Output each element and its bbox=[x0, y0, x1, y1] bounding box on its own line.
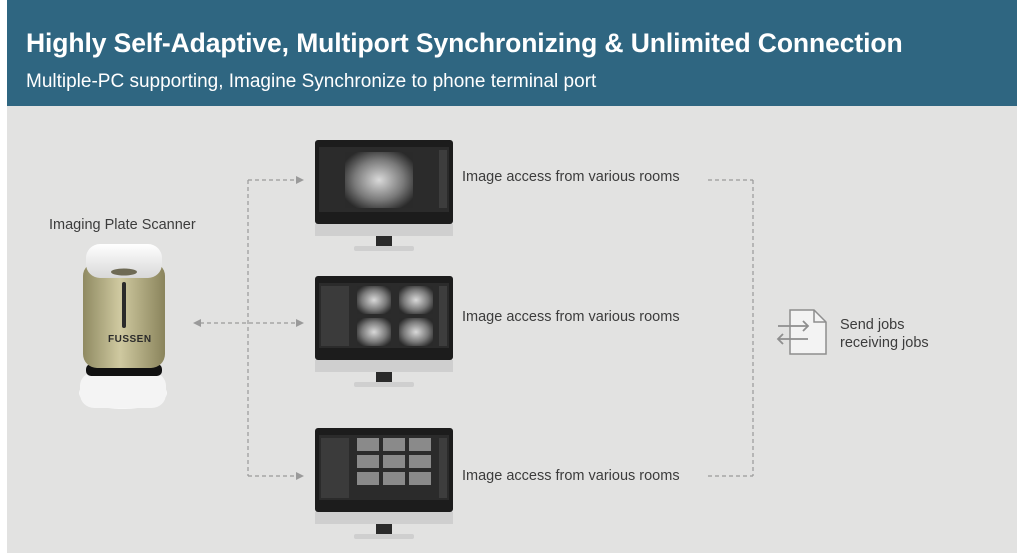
receiving-jobs-label: receiving jobs bbox=[840, 335, 929, 351]
scanner-brand: FUSSEN bbox=[108, 334, 152, 345]
monitor-1-caption: Image access from various rooms bbox=[462, 169, 680, 185]
page-subtitle: Multiple-PC supporting, Imagine Synchron… bbox=[26, 71, 597, 92]
monitor-3 bbox=[315, 428, 453, 539]
monitor-2 bbox=[315, 276, 453, 387]
monitor-2-caption: Image access from various rooms bbox=[462, 309, 680, 325]
monitor-3-caption: Image access from various rooms bbox=[462, 468, 680, 484]
page-title: Highly Self-Adaptive, Multiport Synchron… bbox=[26, 28, 903, 58]
jobs-connector bbox=[708, 179, 754, 477]
xray-image bbox=[345, 152, 413, 208]
header-banner: Highly Self-Adaptive, Multiport Synchron… bbox=[7, 0, 1017, 106]
scanner-label: Imaging Plate Scanner bbox=[49, 217, 196, 233]
transfer-arrows-icon bbox=[776, 309, 827, 355]
send-jobs-label: Send jobs bbox=[840, 317, 905, 333]
monitor-1 bbox=[315, 140, 453, 251]
imaging-plate-scanner bbox=[79, 244, 167, 409]
scanner-connector bbox=[193, 176, 304, 480]
diagram-panel bbox=[7, 106, 1017, 553]
